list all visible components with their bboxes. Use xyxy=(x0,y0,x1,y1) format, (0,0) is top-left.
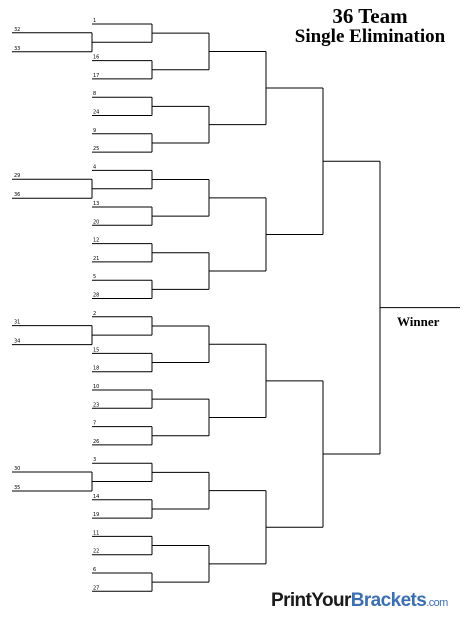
round1-seed-label: 3 xyxy=(93,457,96,463)
round1-seed-label: 1 xyxy=(93,18,96,24)
round1-seed-label: 23 xyxy=(93,402,99,408)
round1-seed-label: 18 xyxy=(93,366,99,372)
playin-seed-label: 29 xyxy=(14,173,20,179)
round1-seed-label: 2 xyxy=(93,311,96,317)
bracket-title-line-2: Single Elimination xyxy=(294,26,446,47)
round1-seed-label: 16 xyxy=(93,55,99,61)
round1-seed-label: 22 xyxy=(93,549,99,555)
round1-seed-label: 19 xyxy=(93,512,99,518)
round1-seed-label: 8 xyxy=(93,91,96,97)
round1-seed-label: 9 xyxy=(93,128,96,134)
round1-seed-label: 27 xyxy=(93,585,99,591)
round1-seed-label: 6 xyxy=(93,567,96,573)
round1-seed-label: 21 xyxy=(93,256,99,262)
playin-seed-label: 31 xyxy=(14,320,20,326)
round1-seed-label: 14 xyxy=(93,494,99,500)
round1-seed-label: 7 xyxy=(93,421,96,427)
round1-seed-label: 24 xyxy=(93,110,99,116)
round1-seed-label: 20 xyxy=(93,219,99,225)
round1-seed-label: 25 xyxy=(93,146,99,152)
brand-part-3: .com xyxy=(426,597,448,609)
playin-seed-label: 35 xyxy=(14,485,20,491)
round1-seed-label: 15 xyxy=(93,347,99,353)
round1-seed-label: 12 xyxy=(93,238,99,244)
printyourbrackets-logo: PrintYourBrackets.com xyxy=(271,590,448,612)
brand-part-2: Brackets xyxy=(350,590,427,611)
playin-seed-label: 30 xyxy=(14,466,20,472)
playin-seed-label: 33 xyxy=(14,46,20,52)
playin-seed-label: 36 xyxy=(14,192,20,198)
brand-part-1: PrintYour xyxy=(271,590,351,611)
round1-seed-label: 17 xyxy=(93,73,99,79)
winner-label: Winner xyxy=(397,314,440,329)
round1-seed-label: 13 xyxy=(93,201,99,207)
round1-seed-label: 10 xyxy=(93,384,99,390)
playin-seed-label: 32 xyxy=(14,27,20,33)
round1-seed-label: 5 xyxy=(93,274,96,280)
round1-seed-label: 11 xyxy=(93,530,99,536)
round1-seed-label: 26 xyxy=(93,439,99,445)
playin-seed-label: 34 xyxy=(14,339,20,345)
round1-seed-label: 4 xyxy=(93,164,96,170)
round1-seed-label: 28 xyxy=(93,293,99,299)
bracket-title-line-1: 36 Team xyxy=(332,4,408,28)
